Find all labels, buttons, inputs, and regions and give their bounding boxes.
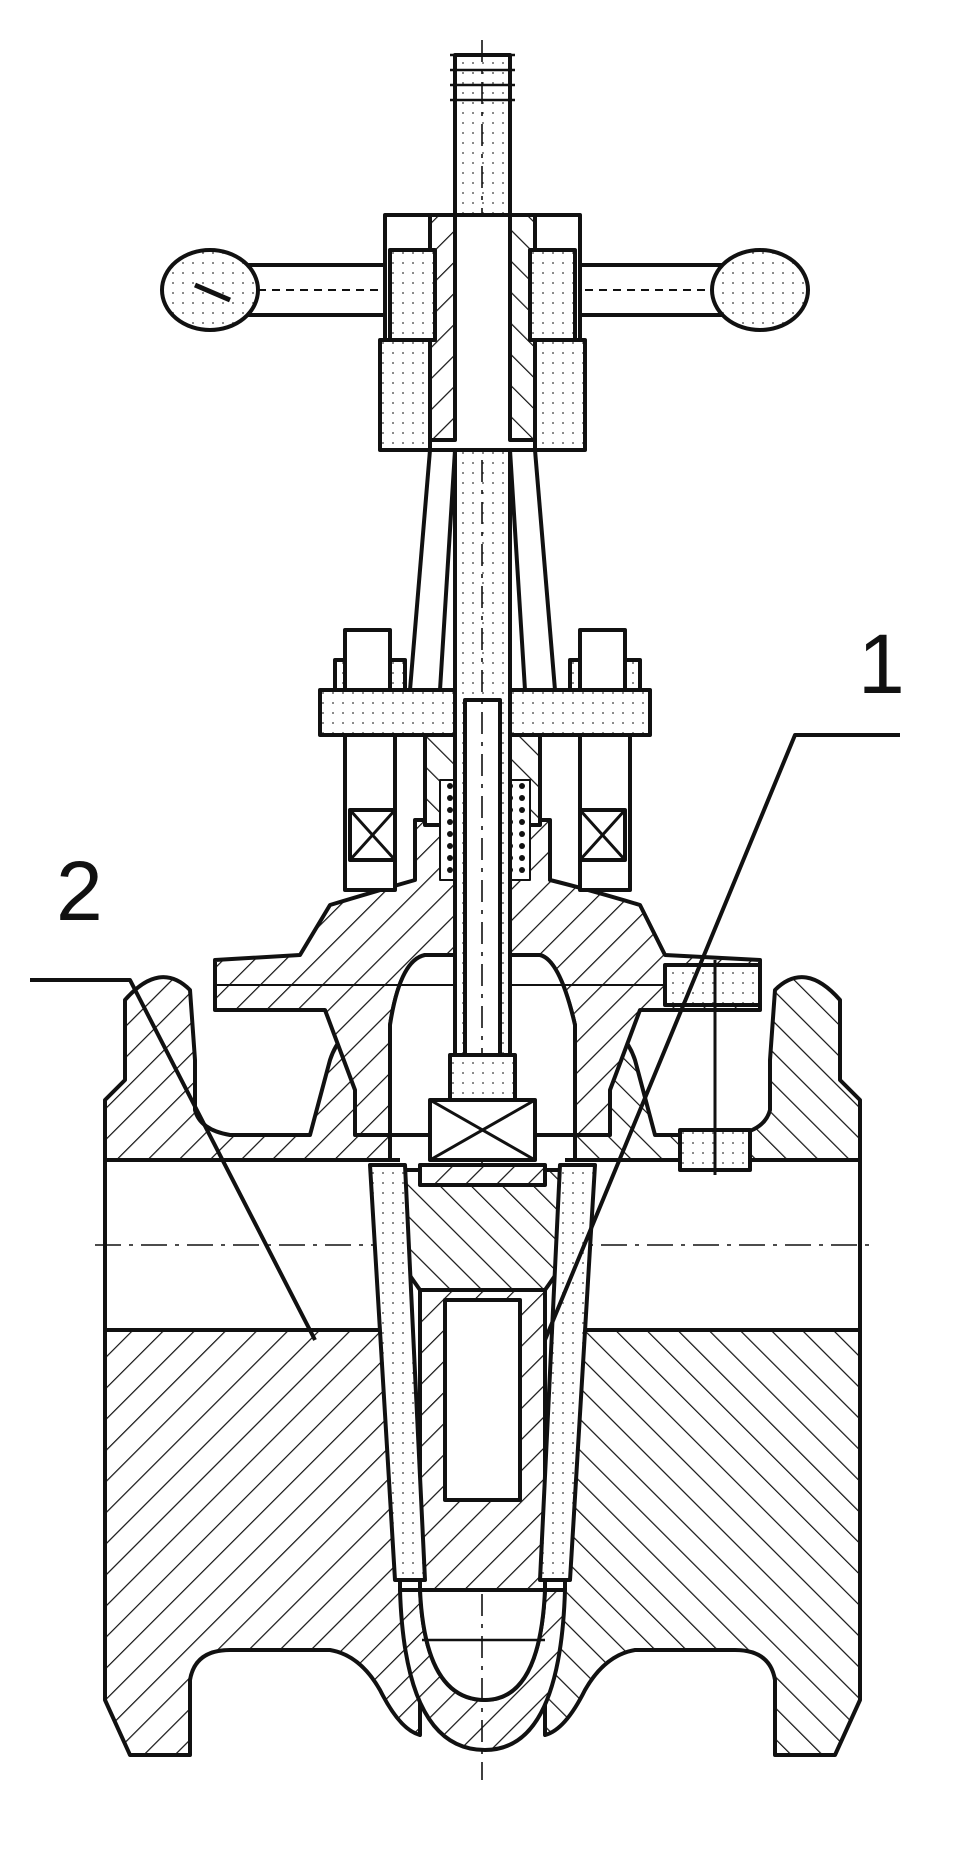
- leader-lines: [30, 733, 900, 1341]
- handwheel: [160, 213, 810, 452]
- callout-label-1: 1: [858, 617, 905, 711]
- callout-label-2: 2: [56, 844, 103, 938]
- yoke: [408, 449, 557, 691]
- wedge: [368, 1053, 597, 1592]
